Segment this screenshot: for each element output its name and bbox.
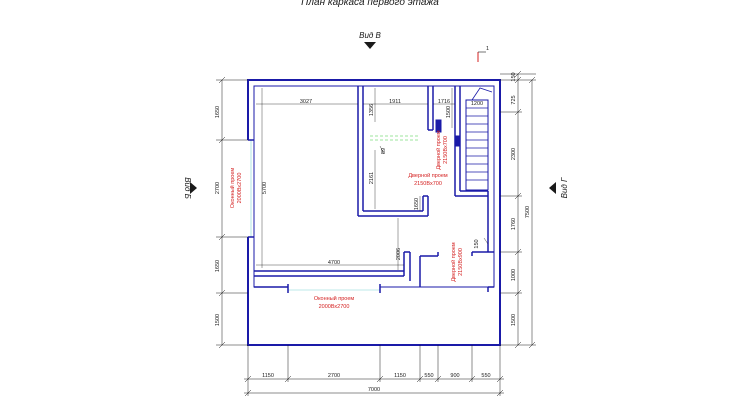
window-bottom-size: 2000Вх2700 — [319, 304, 350, 310]
window-left-label: Оконный проем — [229, 168, 236, 209]
door-upper-size: 2150Вх700 — [443, 136, 449, 164]
dim-left-inner: 5700 — [262, 182, 268, 194]
dim-inner-mid: 1911 — [389, 99, 401, 105]
section-mark: 1 — [477, 46, 489, 62]
dim-inner-v2: 2161 — [369, 172, 375, 184]
dim-stair-gap: 150 — [474, 239, 480, 248]
outer-walls — [247, 79, 501, 346]
dim-inner-v1: 1356 — [369, 104, 375, 116]
dim-inner-v3: 1650 — [414, 198, 420, 210]
dim-left-0: 1650 — [215, 106, 221, 118]
window-left-size: 2000Вх2700 — [237, 173, 243, 204]
dim-right-4: 1000 — [511, 269, 517, 281]
bottom-dimension-chain — [244, 345, 504, 397]
dim-left-2: 1650 — [215, 260, 221, 272]
dim-bottom-inner: 4700 — [328, 260, 340, 266]
dim-right-3: 1760 — [511, 218, 517, 230]
dim-bottom-0: 1150 — [262, 373, 274, 379]
inner-dimensions: 3027 1911 1716 1200 1356 2161 1650 1500 … — [256, 88, 489, 270]
dim-inner-right: 1716 — [438, 99, 450, 105]
view-left-arrow-icon — [190, 182, 197, 194]
dim-right-0: 150 — [511, 72, 517, 81]
inner-walls — [254, 86, 494, 292]
door-mid-size: 2150Вх700 — [414, 181, 442, 187]
bottom-dimension-values: 1150 2700 1150 550 900 550 7000 — [262, 373, 491, 393]
dim-bottom-total: 7000 — [368, 387, 380, 393]
dim-right-total: 7500 — [525, 206, 531, 218]
dim-left-3: 1500 — [215, 314, 221, 326]
left-window — [246, 139, 254, 238]
left-dimension-values: 1650 2700 1650 1500 — [215, 106, 221, 326]
dim-bottom-5: 550 — [481, 373, 490, 379]
dim-bottom-1: 2700 — [328, 373, 340, 379]
opening-labels: Оконный проем 2000Вх2700 Оконный проем 2… — [229, 130, 464, 310]
door-right-label: Дверной проем — [450, 242, 457, 282]
dim-inner-top: 3027 — [300, 99, 312, 105]
upper-door-leaf — [435, 119, 461, 147]
view-top-marker: Вид В — [359, 31, 382, 49]
window-bottom-label: Оконный проем — [314, 295, 355, 302]
dim-bottom-3: 550 — [424, 373, 433, 379]
door-right-size: 2150Вх900 — [458, 248, 464, 276]
section-mark-number: 1 — [486, 46, 489, 52]
view-top-label: Вид В — [359, 31, 381, 40]
view-right-arrow-icon — [549, 182, 556, 194]
view-left-label: Вид Б — [183, 177, 192, 199]
door-upper-label: Дверной проем — [435, 130, 442, 170]
view-left-marker: Вид Б — [183, 177, 197, 199]
dim-inner-v4: 1500 — [446, 106, 452, 118]
dim-stair-width: 1200 — [471, 101, 483, 107]
interior-door-hatch — [370, 135, 420, 141]
right-dimension-values: 150 725 2300 1760 1000 1500 7500 — [511, 72, 531, 326]
dim-bottom-4: 900 — [450, 373, 459, 379]
view-right-marker: Вид Г — [549, 177, 569, 198]
dim-inner-width: 89 — [381, 148, 387, 154]
dim-bottom-2: 1150 — [394, 373, 406, 379]
bottom-window — [287, 284, 381, 293]
plan-title: План каркаса первого этажа — [301, 0, 439, 8]
view-right-label: Вид Г — [560, 177, 569, 198]
left-dimension-chain — [216, 76, 248, 349]
dim-right-2: 2300 — [511, 148, 517, 160]
view-top-arrow-icon — [364, 42, 376, 49]
dim-right-5: 1500 — [511, 314, 517, 326]
door-mid-label: Дверной проем — [408, 172, 448, 179]
dim-left-1: 2700 — [215, 182, 221, 194]
dim-right-1: 725 — [511, 95, 517, 104]
stair — [465, 87, 493, 191]
dim-bottom-v: 2006 — [396, 248, 402, 260]
right-dimension-chain — [500, 70, 536, 349]
